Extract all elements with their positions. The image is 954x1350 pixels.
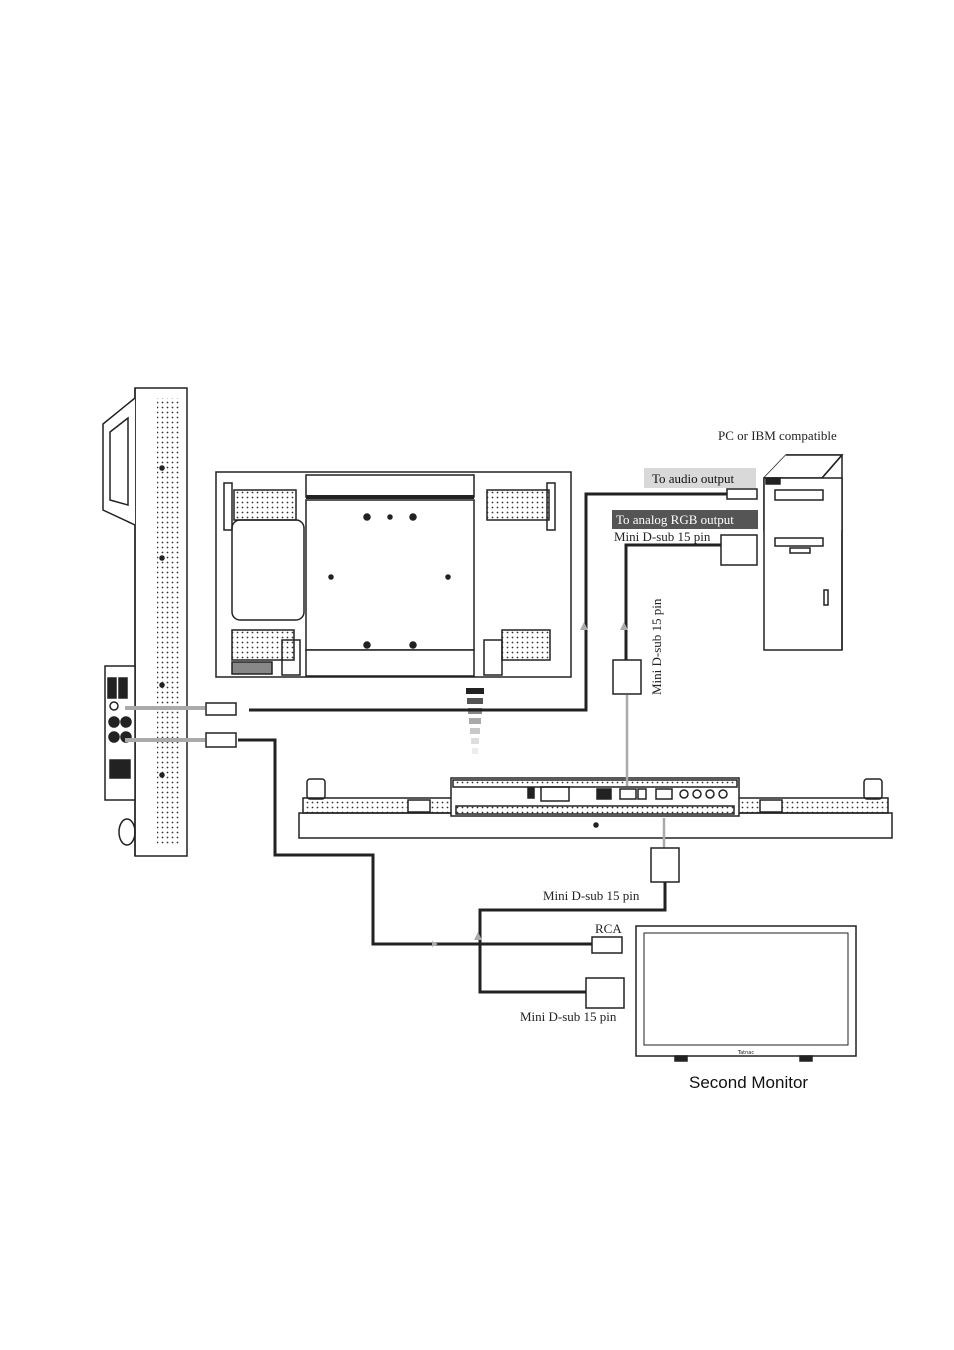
fade-arrow bbox=[466, 688, 484, 754]
display-rear-view bbox=[216, 472, 571, 677]
display-side-view bbox=[103, 388, 187, 856]
label-dsub-pc: Mini D-sub 15 pin bbox=[614, 529, 711, 544]
display-bottom-view bbox=[299, 778, 892, 838]
label-rgb-output: To analog RGB output bbox=[616, 512, 734, 527]
second-monitor bbox=[636, 926, 856, 1061]
pc-tower bbox=[764, 455, 842, 650]
label-pc: PC or IBM compatible bbox=[718, 428, 837, 443]
label-dsub-out: Mini D-sub 15 pin bbox=[543, 888, 640, 903]
label-rca: RCA bbox=[595, 921, 622, 936]
label-dsub-monitor: Mini D-sub 15 pin bbox=[520, 1009, 617, 1024]
label-audio-output: To audio output bbox=[652, 471, 735, 486]
monitor-brand: Tatnac bbox=[737, 1050, 754, 1056]
label-dsub-vertical: Mini D-sub 15 pin bbox=[649, 598, 664, 695]
label-second-monitor: Second Monitor bbox=[689, 1073, 808, 1092]
